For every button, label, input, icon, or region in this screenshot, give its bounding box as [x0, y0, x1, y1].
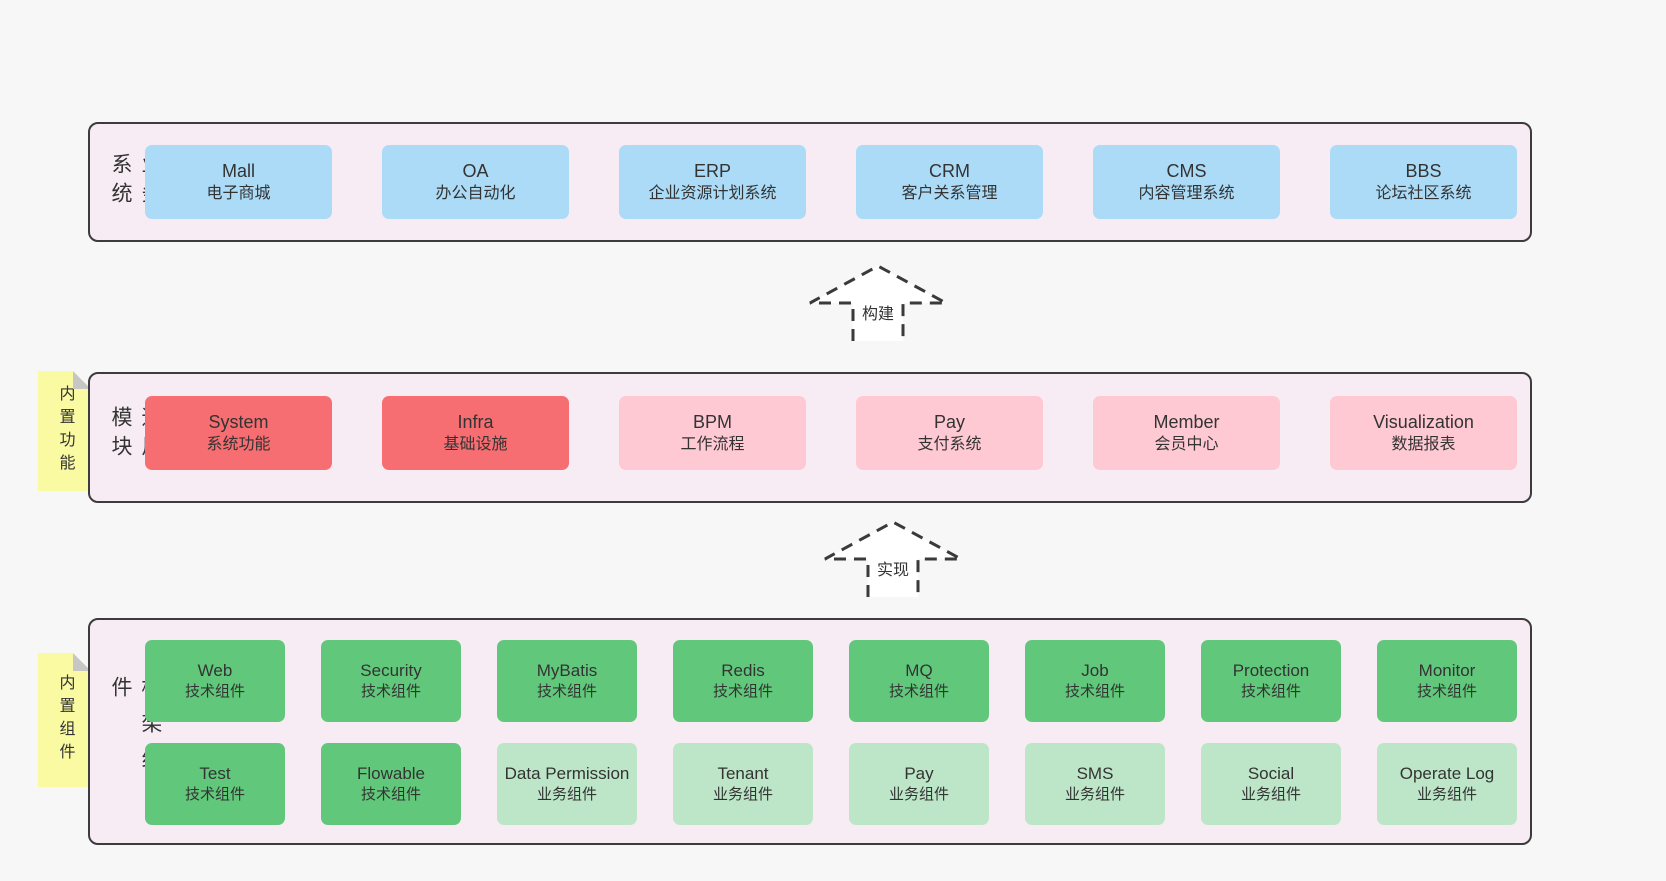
box-subtitle: 支付系统	[917, 436, 982, 454]
box-subtitle: 技术组件	[1064, 683, 1125, 701]
box-subtitle: 业务组件	[888, 786, 949, 804]
box-subtitle: 企业资源计划系统	[648, 185, 777, 203]
box-erp: ERP 企业资源计划系统	[619, 145, 806, 219]
box-oa: OA 办公自动化	[382, 145, 569, 219]
box-mq: MQ 技术组件	[849, 640, 989, 722]
box-title: Test	[199, 763, 231, 783]
box-infra: Infra 基础设施	[382, 396, 569, 470]
box-monitor: Monitor 技术组件	[1377, 640, 1517, 722]
box-job: Job 技术组件	[1025, 640, 1165, 722]
arrow-build: 构建	[806, 263, 950, 341]
box-title: System	[208, 411, 269, 432]
box-title: MyBatis	[536, 660, 598, 680]
box-subtitle: 业务组件	[1240, 786, 1301, 804]
box-pay-business: Pay 业务组件	[849, 743, 989, 825]
box-system: System 系统功能	[145, 396, 332, 470]
box-title: CMS	[1166, 160, 1207, 181]
box-subtitle: 办公自动化	[435, 185, 516, 203]
box-title: Monitor	[1418, 660, 1476, 680]
box-subtitle: 会员中心	[1154, 436, 1219, 454]
box-subtitle: 技术组件	[1416, 683, 1477, 701]
arrow-implement: 实现	[821, 519, 965, 597]
box-subtitle: 技术组件	[712, 683, 773, 701]
box-title: Data Permission	[504, 763, 630, 783]
box-web: Web 技术组件	[145, 640, 285, 722]
box-title: Operate Log	[1399, 763, 1495, 783]
box-subtitle: 论坛社区系统	[1375, 185, 1472, 203]
box-subtitle: 技术组件	[360, 683, 421, 701]
box-title: BBS	[1405, 160, 1442, 181]
box-title: Flowable	[356, 763, 426, 783]
box-subtitle: 业务组件	[536, 786, 597, 804]
box-title: Pay	[904, 763, 934, 783]
arrow-implement-label: 实现	[872, 555, 914, 581]
box-subtitle: 客户关系管理	[901, 185, 998, 203]
box-title: Visualization	[1373, 411, 1474, 432]
box-subtitle: 基础设施	[443, 436, 508, 454]
box-subtitle: 系统功能	[206, 436, 271, 454]
box-title: Infra	[457, 411, 494, 432]
box-title: Mall	[221, 160, 255, 181]
modules-boxes-row: System 系统功能 Infra 基础设施 BPM 工作流程 Pay 支付系统…	[145, 396, 1517, 470]
box-title: Security	[360, 660, 422, 680]
box-title: CRM	[929, 160, 970, 181]
box-operate-log: Operate Log 业务组件	[1377, 743, 1517, 825]
box-subtitle: 技术组件	[536, 683, 597, 701]
box-tenant: Tenant 业务组件	[673, 743, 813, 825]
sticky-note-built-in-components: 内置组件	[38, 653, 91, 787]
box-subtitle: 技术组件	[184, 786, 245, 804]
box-visualization: Visualization 数据报表	[1330, 396, 1517, 470]
box-data-permission: Data Permission 业务组件	[497, 743, 637, 825]
layer-business-systems: 业务系统 Mall 电子商城 OA 办公自动化 ERP 企业资源计划系统 CRM…	[88, 122, 1532, 242]
box-subtitle: 电子商城	[206, 185, 271, 203]
layer-common-modules: 通用模块 System 系统功能 Infra 基础设施 BPM 工作流程 Pay…	[88, 372, 1532, 503]
box-title: OA	[462, 160, 489, 181]
box-social: Social 业务组件	[1201, 743, 1341, 825]
box-title: Tenant	[717, 763, 769, 783]
box-subtitle: 业务组件	[712, 786, 773, 804]
box-bbs: BBS 论坛社区系统	[1330, 145, 1517, 219]
box-title: Job	[1081, 660, 1109, 680]
box-mall: Mall 电子商城	[145, 145, 332, 219]
box-title: Pay	[933, 411, 966, 432]
box-mybatis: MyBatis 技术组件	[497, 640, 637, 722]
box-subtitle: 技术组件	[360, 786, 421, 804]
box-security: Security 技术组件	[321, 640, 461, 722]
box-protection: Protection 技术组件	[1201, 640, 1341, 722]
box-flowable: Flowable 技术组件	[321, 743, 461, 825]
box-title: MQ	[905, 660, 933, 680]
sticky-label: 内置功能	[56, 385, 74, 477]
box-member: Member 会员中心	[1093, 396, 1280, 470]
box-redis: Redis 技术组件	[673, 640, 813, 722]
box-title: Member	[1153, 411, 1220, 432]
box-title: Social	[1247, 763, 1295, 783]
box-sms: SMS 业务组件	[1025, 743, 1165, 825]
box-title: Web	[197, 660, 233, 680]
box-subtitle: 技术组件	[184, 683, 245, 701]
box-crm: CRM 客户关系管理	[856, 145, 1043, 219]
box-title: Redis	[721, 660, 765, 680]
box-subtitle: 数据报表	[1391, 436, 1456, 454]
box-bpm: BPM 工作流程	[619, 396, 806, 470]
box-test: Test 技术组件	[145, 743, 285, 825]
box-title: ERP	[693, 160, 731, 181]
box-title: Protection	[1232, 660, 1310, 680]
box-title: BPM	[692, 411, 732, 432]
business-boxes-row: Mall 电子商城 OA 办公自动化 ERP 企业资源计划系统 CRM 客户关系…	[145, 145, 1517, 219]
sticky-label: 内置组件	[56, 674, 74, 766]
box-subtitle: 工作流程	[680, 436, 745, 454]
box-subtitle: 业务组件	[1064, 786, 1125, 804]
layer-framework-components: 框架组件 Web 技术组件 Security 技术组件 MyBatis 技术组件…	[88, 618, 1532, 845]
box-subtitle: 技术组件	[888, 683, 949, 701]
sticky-note-built-in-functions: 内置功能	[38, 371, 91, 491]
components-row-2: Test 技术组件 Flowable 技术组件 Data Permission …	[145, 743, 1517, 825]
components-row-1: Web 技术组件 Security 技术组件 MyBatis 技术组件 Redi…	[145, 640, 1517, 722]
box-subtitle: 技术组件	[1240, 683, 1301, 701]
box-subtitle: 业务组件	[1416, 786, 1477, 804]
box-cms: CMS 内容管理系统	[1093, 145, 1280, 219]
box-title: SMS	[1076, 763, 1114, 783]
box-subtitle: 内容管理系统	[1138, 185, 1235, 203]
arrow-build-label: 构建	[857, 299, 899, 325]
box-pay: Pay 支付系统	[856, 396, 1043, 470]
